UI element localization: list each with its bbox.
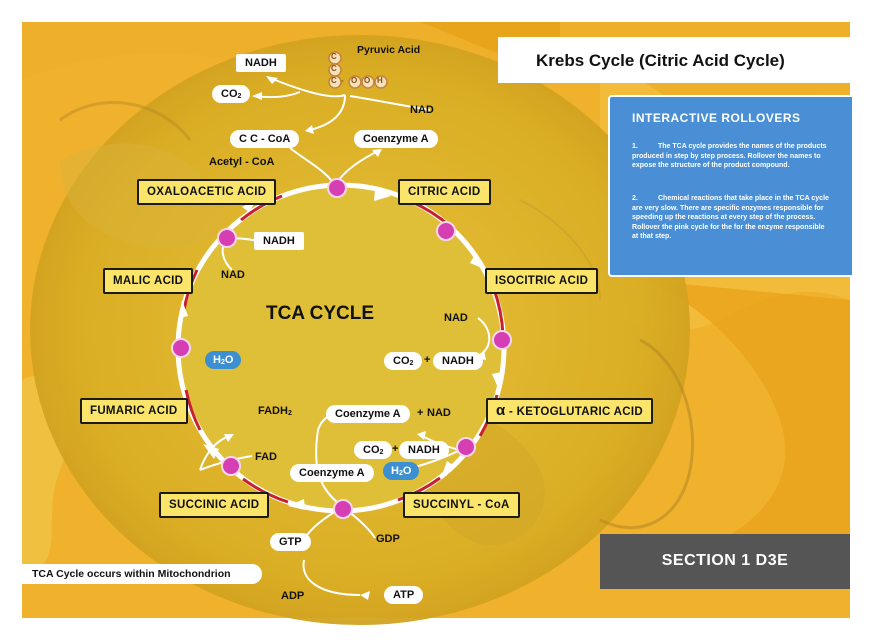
pyruvic-h: H (377, 76, 383, 85)
pyruvic-c1: C (331, 52, 337, 61)
rollover-item-2-number: 2. (632, 195, 638, 202)
pyruvic-acid-molecule[interactable] (325, 50, 395, 90)
co2-keto-main: CO (363, 444, 380, 456)
coenzyme-a-low-label: Coenzyme A (290, 464, 374, 482)
acetyl-coa-box[interactable]: C C - CoA (230, 130, 300, 148)
co2-top-label: CO2 (212, 85, 251, 103)
fadh2-sub: 2 (287, 410, 292, 417)
fad-label: FAD (255, 451, 277, 463)
h2o-right-main: H (391, 465, 399, 477)
fadh2-label: FADH2 (258, 405, 292, 417)
enzyme-dot-succinyl-coa-synthetase[interactable] (333, 499, 353, 519)
succinic-acid-box[interactable]: SUCCINIC ACID (159, 492, 270, 518)
footer-note: TCA Cycle occurs within Mitochondrion (22, 564, 262, 584)
enzyme-dot-malate-dehydrogenase[interactable] (217, 228, 237, 248)
co2-iso-main: CO (393, 355, 410, 367)
coenzyme-a-top-label: Coenzyme A (354, 130, 438, 148)
fumaric-acid-box[interactable]: FUMARIC ACID (80, 398, 188, 424)
succinyl-coa-box[interactable]: SUCCINYL - CoA (403, 492, 520, 518)
h2o-right-end: O (402, 465, 412, 477)
pyruvic-dash: - (341, 76, 344, 85)
page-title: Krebs Cycle (Citric Acid Cycle) (536, 51, 785, 70)
acetyl-coa-label: Acetyl - CoA (209, 156, 275, 168)
rollover-item-2-text: Chemical reactions that take place in th… (632, 195, 829, 240)
h2o-left-end: O (224, 354, 234, 366)
cycle-center-label: TCA CYCLE (266, 303, 375, 324)
coenzyme-a-nad-label: Coenzyme A (326, 405, 410, 423)
h2o-left-main: H (213, 354, 221, 366)
fadh2-main: FADH (258, 405, 288, 417)
pyruvic-o1: O (351, 76, 358, 85)
pyruvic-o2: O (364, 76, 371, 85)
adp-label: ADP (281, 590, 305, 602)
nad-top-label: NAD (410, 104, 434, 116)
co2-keto-sub: 2 (379, 449, 384, 456)
pyruvic-c3: C (331, 76, 337, 85)
citric-acid-box[interactable]: CITRIC ACID (398, 179, 491, 205)
oxaloacetic-acid-box[interactable]: OXALOACETIC ACID (137, 179, 277, 205)
gdp-label: GDP (376, 533, 400, 545)
malic-acid-box[interactable]: MALIC ACID (103, 268, 194, 294)
rollover-heading: INTERACTIVE ROLLOVERS (632, 111, 801, 125)
ketoglutaric-acid-label: - KETOGLUTARIC ACID (509, 406, 643, 418)
rollover-item-2: 2.Chemical reactions that take place in … (632, 194, 832, 242)
co2-keto-label: CO2 (354, 441, 393, 459)
nadh-keto-label: NADH (399, 441, 449, 459)
plus-keto: + (392, 443, 399, 455)
h2o-right-badge: H2O (383, 462, 420, 480)
enzyme-dot-ketoglutarate-dehydrogenase[interactable] (456, 437, 476, 457)
plus-coa: + (417, 407, 424, 419)
enzyme-dot-isocitrate-dehydrogenase[interactable] (492, 330, 512, 350)
h2o-right-sub: 2 (398, 470, 403, 477)
co2-iso-label: CO2 (384, 352, 423, 370)
plus-iso: + (424, 354, 431, 366)
pyruvic-c2: C (331, 64, 337, 73)
gtp-label: GTP (270, 533, 311, 551)
section-label-box: SECTION 1 D3E (600, 534, 850, 589)
enzyme-dot-citrate-synthase[interactable] (327, 178, 347, 198)
rollover-item-1-text: The TCA cycle provides the names of the … (632, 143, 827, 169)
section-label: SECTION 1 D3E (661, 552, 789, 569)
atp-label: ATP (384, 586, 424, 604)
alpha-symbol: α (496, 402, 506, 419)
pyruvic-acid-label: Pyruvic Acid (357, 44, 421, 56)
rollover-panel: INTERACTIVE ROLLOVERS 1.The TCA cycle pr… (608, 95, 852, 277)
h2o-left-sub: 2 (220, 359, 225, 366)
nadh-top-label: NADH (236, 54, 286, 72)
rollover-item-1: 1.The TCA cycle provides the names of th… (632, 142, 832, 171)
ketoglutaric-acid-box[interactable]: α - KETOGLUTARIC ACID (486, 398, 653, 424)
enzyme-dot-fumarase[interactable] (171, 338, 191, 358)
co2-top-sub: 2 (237, 93, 242, 100)
co2-top-main: CO (221, 88, 238, 100)
co2-iso-sub: 2 (409, 360, 414, 367)
h2o-left-badge: H2O (205, 351, 242, 369)
isocitric-acid-box[interactable]: ISOCITRIC ACID (485, 268, 599, 294)
rollover-item-1-number: 1. (632, 143, 638, 150)
nad-keto-label: NAD (427, 407, 451, 419)
nadh-malic-label: NADH (254, 232, 304, 250)
nad-iso-label: NAD (444, 312, 468, 324)
nad-malic-label: NAD (221, 269, 245, 281)
enzyme-dot-succinate-dehydrogenase[interactable] (221, 456, 241, 476)
nadh-iso-label: NADH (433, 352, 483, 370)
enzyme-dot-aconitase[interactable] (436, 221, 456, 241)
title-bar: Krebs Cycle (Citric Acid Cycle) (498, 37, 850, 83)
